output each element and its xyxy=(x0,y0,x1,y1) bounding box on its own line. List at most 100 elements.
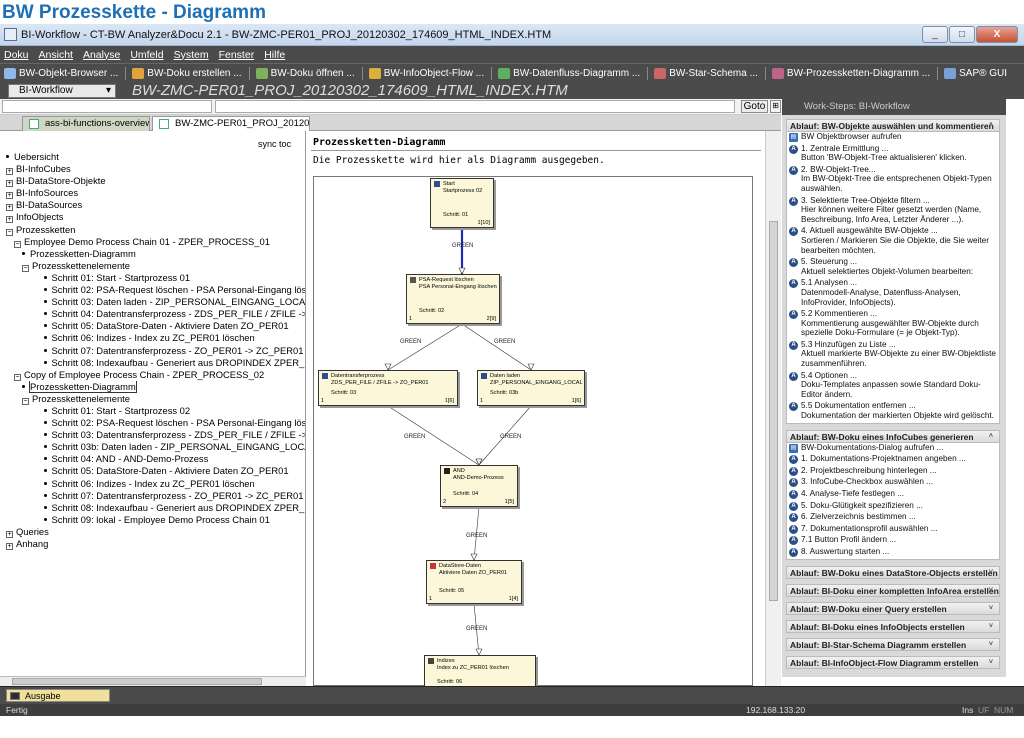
chevron-icon[interactable]: ˅ xyxy=(988,586,993,594)
toc-item[interactable]: Schritt 01: Start - Startprozess 01 xyxy=(6,272,305,284)
output-tab[interactable]: Ausgabe [Strg+Alt+M] xyxy=(6,689,110,713)
menu-item-doku[interactable]: Doku xyxy=(4,48,29,61)
tab-index[interactable]: BW-ZMC-PER01_PROJ_20120302_174609 xyxy=(152,116,310,131)
toolbar-button-8[interactable]: SAP® GUI xyxy=(944,67,1007,79)
workflow-group-header[interactable]: Ablauf: BW-Doku eines InfoCubes generier… xyxy=(786,429,1000,443)
toc-item[interactable]: Schritt 02: PSA-Request löschen - PSA Pe… xyxy=(6,284,305,296)
url-input[interactable] xyxy=(215,100,735,113)
expand-icon[interactable]: + xyxy=(6,180,13,188)
chevron-icon[interactable]: ˅ xyxy=(988,604,993,612)
toc-item[interactable]: −Copy of Employee Process Chain - ZPER_P… xyxy=(6,369,305,381)
toc-item[interactable]: +BI-DataStore-Objekte xyxy=(6,175,305,188)
chevron-icon[interactable]: ˅ xyxy=(988,568,993,576)
scrollbar-thumb[interactable] xyxy=(12,678,262,685)
toc-item[interactable]: Schritt 06: Indizes - Index zu ZC_PER01 … xyxy=(6,478,305,490)
toolbar-button-6[interactable]: BW-Star-Schema ... xyxy=(654,67,758,79)
toc-item[interactable]: +BI-InfoSources xyxy=(6,187,305,200)
toc-item[interactable]: Schritt 06: Indizes - Index zu ZC_PER01 … xyxy=(6,332,305,344)
toc-item[interactable]: −Prozesskettenelemente xyxy=(6,260,305,272)
chevron-icon[interactable]: ˄ xyxy=(988,122,993,129)
toolbar-button-5[interactable]: BW-Datenfluss-Diagramm ... xyxy=(498,67,640,79)
toc-item[interactable]: Prozessketten-Diagramm xyxy=(6,248,305,260)
toc-item[interactable]: Schritt 03: Datentransferprozess - ZDS_P… xyxy=(6,429,305,441)
toolbar-button-3[interactable]: BW-Doku öffnen ... xyxy=(255,67,355,79)
toc-item[interactable]: −Prozesskettenelemente xyxy=(6,393,305,405)
toc-item[interactable]: Schritt 08: Indexaufbau - Generiert aus … xyxy=(6,502,305,514)
toc-item[interactable]: +InfoObjects xyxy=(6,211,305,224)
workflow-group-header[interactable]: Ablauf: BI-Star-Schema Diagramm erstelle… xyxy=(786,637,1000,651)
toc-item[interactable]: Prozessketten-Diagramm xyxy=(6,380,305,393)
menu-item-hilfe[interactable]: Hilfe xyxy=(264,48,286,61)
toc-item[interactable]: Schritt 08: Indexaufbau - Generiert aus … xyxy=(6,357,305,369)
maximize-button[interactable]: □ xyxy=(949,26,975,43)
toc-item[interactable]: +Queries xyxy=(6,526,305,538)
toc-item[interactable]: Schritt 01: Start - Startprozess 02 xyxy=(6,405,305,417)
toc-item[interactable]: +BI-DataSources xyxy=(6,199,305,212)
toc-item[interactable]: Uebersicht xyxy=(6,151,305,163)
expand-icon[interactable]: + xyxy=(6,530,13,538)
vertical-scrollbar[interactable] xyxy=(765,131,781,686)
toc-item[interactable]: Schritt 09: lokal - Employee Demo Proces… xyxy=(6,514,305,526)
workflow-group-header[interactable]: Ablauf: BI-Doku einer kompletten InfoAre… xyxy=(786,583,1000,597)
close-button[interactable]: X xyxy=(976,26,1018,43)
collapse-icon[interactable]: − xyxy=(22,397,29,405)
toc-item[interactable]: +BI-InfoCubes xyxy=(6,163,305,176)
scrollbar-thumb[interactable] xyxy=(769,221,778,601)
expand-icon[interactable]: + xyxy=(6,204,13,212)
workflow-group-header[interactable]: Ablauf: BI-Doku eines InfoObjects erstel… xyxy=(786,619,1000,633)
bookmark-icon[interactable]: ⊞ xyxy=(770,100,781,113)
toc-item[interactable]: Schritt 04: Datentransferprozess - ZDS_P… xyxy=(6,308,305,320)
chevron-icon[interactable]: ˅ xyxy=(988,640,993,648)
toc-item[interactable]: Schritt 02: PSA-Request löschen - PSA Pe… xyxy=(6,417,305,429)
collapse-icon[interactable]: − xyxy=(14,373,21,381)
menu-item-umfeld[interactable]: Umfeld xyxy=(130,48,164,61)
collapse-icon[interactable]: − xyxy=(22,264,29,272)
workflow-group-header[interactable]: Ablauf: BW-Objekte auswählen und komment… xyxy=(786,119,1000,132)
expand-icon[interactable]: + xyxy=(6,168,13,176)
menu-item-fenster[interactable]: Fenster xyxy=(218,48,255,61)
chevron-icon[interactable]: ˄ xyxy=(988,432,993,440)
toolbar-button-2[interactable]: BW-Doku erstellen ... xyxy=(132,67,242,79)
toolbar-button-7[interactable]: BW-Prozessketten-Diagramm ... xyxy=(771,67,930,79)
toc-item[interactable]: Schritt 07: Datentransferprozess - ZO_PE… xyxy=(6,345,305,357)
chevron-icon[interactable]: ˅ xyxy=(988,622,993,630)
toolbar-button-4[interactable]: BW-InfoObject-Flow ... xyxy=(368,67,484,79)
menu-item-system[interactable]: System xyxy=(173,48,209,61)
toc-item[interactable]: Schritt 03b: Daten laden - ZIP_PERSONAL_… xyxy=(6,441,305,453)
workflow-step[interactable]: ▤BW-Dokumentations-Dialog aufrufen ... xyxy=(787,443,999,453)
toc-item[interactable]: +Anhang xyxy=(6,538,305,550)
workflow-step[interactable]: ▤BW Objektbrowser aufrufen xyxy=(787,132,999,142)
toolbar-button-1[interactable]: BW-Objekt-Browser ... xyxy=(4,67,118,79)
toc-item[interactable]: −Prozessketten xyxy=(6,224,305,236)
workflow-select[interactable]: BI-Workflow ▾ xyxy=(8,83,116,98)
chevron-icon[interactable]: ˅ xyxy=(988,658,993,666)
workflow-group-header[interactable]: Ablauf: BW-Doku einer Query erstellen˅ xyxy=(786,601,1000,615)
toc-item[interactable]: Schritt 05: DataStore-Daten - Aktiviere … xyxy=(6,465,305,477)
history-select[interactable] xyxy=(2,100,212,113)
menu-item-ansicht[interactable]: Ansicht xyxy=(38,48,73,61)
